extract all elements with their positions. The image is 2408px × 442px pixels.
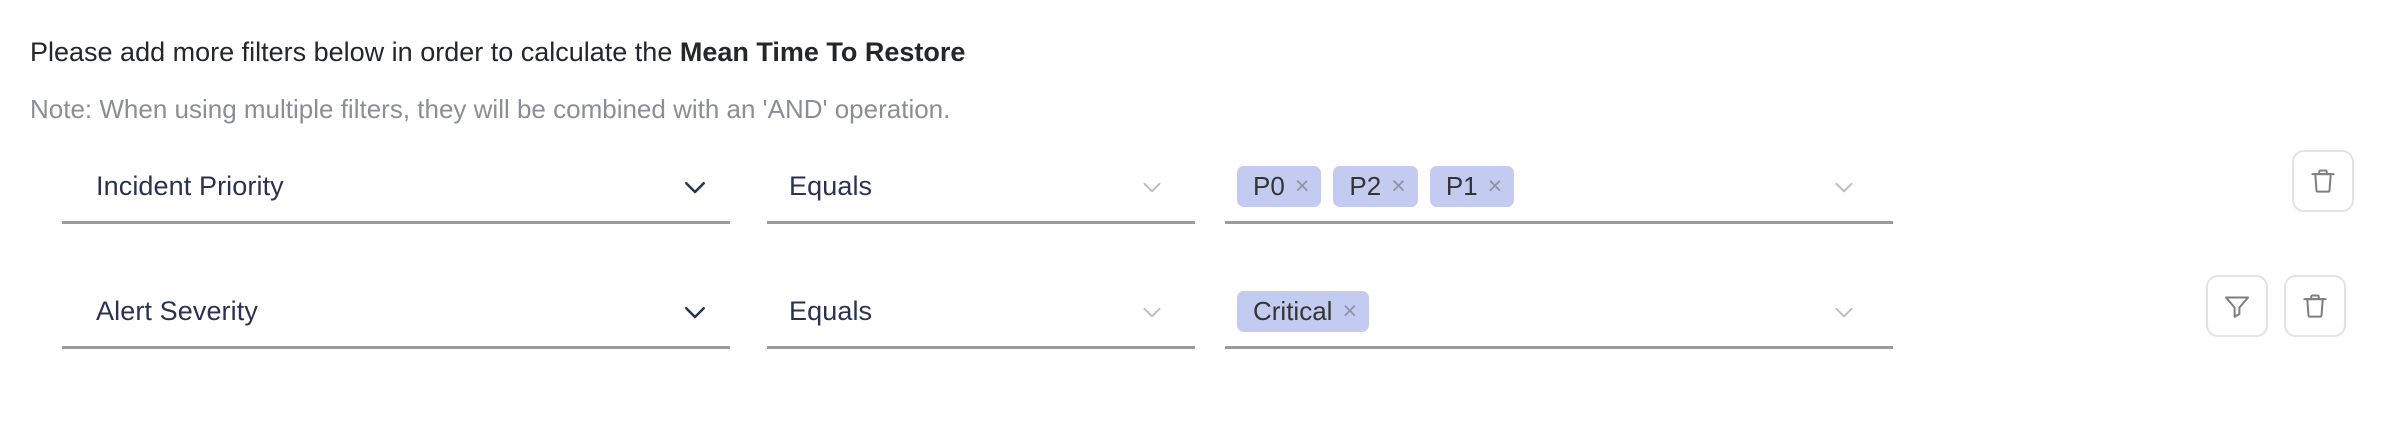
remove-chip-icon[interactable]: × xyxy=(1294,171,1310,200)
remove-chip-icon[interactable]: × xyxy=(1342,296,1358,325)
attribute-select[interactable]: Alert Severity xyxy=(62,277,730,349)
value-chip-label: P2 xyxy=(1349,171,1382,201)
delete-filter-button[interactable] xyxy=(2292,150,2354,212)
value-chip[interactable]: Critical × xyxy=(1237,291,1370,332)
remove-chip-icon[interactable]: × xyxy=(1391,171,1406,200)
value-chip[interactable]: P2 × xyxy=(1333,166,1418,207)
remove-chip-icon[interactable]: × xyxy=(1487,171,1503,200)
value-chip-list: Critical × xyxy=(1237,291,1827,332)
value-multiselect[interactable]: P0 × P2 × P1 × xyxy=(1225,152,1893,224)
value-chip-label: P0 xyxy=(1253,171,1285,201)
chevron-down-icon xyxy=(678,295,712,329)
chevron-down-icon xyxy=(1135,295,1169,329)
value-chip[interactable]: P0 × xyxy=(1237,166,1322,207)
row-actions xyxy=(2292,150,2354,212)
add-nested-filter-button[interactable] xyxy=(2206,275,2268,337)
attribute-select[interactable]: Incident Priority xyxy=(62,152,730,224)
chevron-down-icon xyxy=(1827,295,1861,329)
value-multiselect[interactable]: Critical × xyxy=(1225,277,1893,349)
filter-row: Alert Severity Equals Critical × xyxy=(0,275,2408,402)
delete-filter-button[interactable] xyxy=(2284,275,2346,337)
value-chip-label: Critical xyxy=(1253,296,1333,326)
operator-select[interactable]: Equals xyxy=(767,277,1195,349)
value-chip-list: P0 × P2 × P1 × xyxy=(1237,166,1827,207)
attribute-select-value: Alert Severity xyxy=(96,296,258,326)
chevron-down-icon xyxy=(1135,170,1169,204)
chevron-down-icon xyxy=(678,170,712,204)
intro-metric-name: Mean Time To Restore xyxy=(679,37,966,67)
chevron-down-icon xyxy=(1827,170,1861,204)
filter-row: Incident Priority Equals P0 × xyxy=(0,150,2408,277)
funnel-icon xyxy=(2222,291,2252,321)
operator-select[interactable]: Equals xyxy=(767,152,1195,224)
operator-select-value: Equals xyxy=(789,296,873,326)
value-chip-label: P1 xyxy=(1445,171,1478,201)
attribute-select-value: Incident Priority xyxy=(96,171,284,201)
intro-text: Please add more filters below in order t… xyxy=(30,36,965,68)
trash-icon xyxy=(2308,166,2338,196)
operator-select-value: Equals xyxy=(789,171,873,201)
row-actions xyxy=(2206,275,2346,337)
intro-text-prefix: Please add more filters below in order t… xyxy=(30,37,680,67)
trash-icon xyxy=(2300,291,2330,321)
filter-rows-list: Incident Priority Equals P0 × xyxy=(0,150,2408,402)
value-chip[interactable]: P1 × xyxy=(1429,166,1515,207)
note-text: Note: When using multiple filters, they … xyxy=(30,94,951,124)
